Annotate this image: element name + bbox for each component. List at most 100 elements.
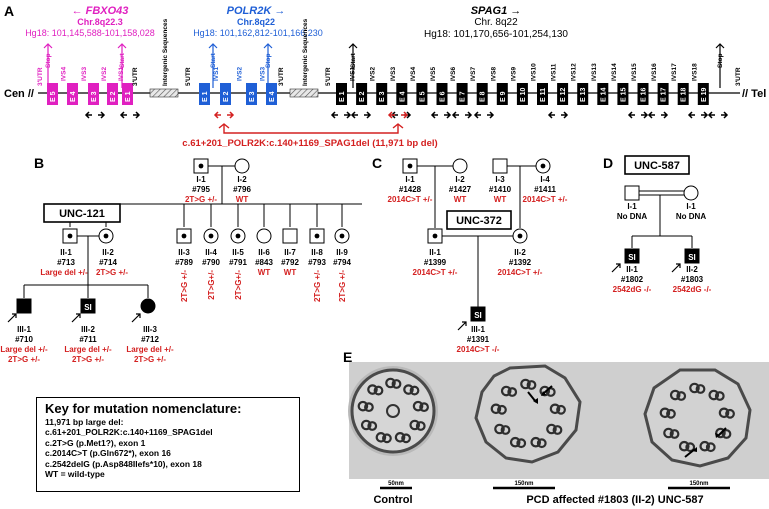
- intron-label: IVS3: [390, 67, 397, 81]
- fbxo43-start-arrow: [117, 43, 127, 88]
- spag1-utr5-label: 5'UTR: [325, 67, 332, 86]
- exon-box: [246, 83, 257, 105]
- pedB-III3-num: #712: [141, 335, 159, 344]
- pedC-I2-id: I-2: [455, 175, 465, 184]
- exon-label: E 19: [701, 87, 708, 102]
- primer-arrow: [547, 111, 555, 119]
- scalebar-pcd-2-label: 150nm: [689, 481, 708, 487]
- pedB-III3-id: III-3: [143, 325, 157, 334]
- svg-text:← FBXO43: ← FBXO43: [72, 5, 129, 17]
- exon-box: [416, 83, 428, 105]
- polr2k-name: POLR2K: [227, 5, 273, 17]
- spag1-coords: Hg18: 101,170,656-101,254,130: [424, 29, 568, 40]
- polr2k-utr3-label: 3'UTR: [278, 67, 285, 86]
- pedD-I2-id: I-1: [686, 202, 696, 211]
- spag1-arrow: →: [510, 5, 521, 17]
- key-line: c.2014C>T (p.Gln672*), exon 16: [45, 448, 171, 459]
- primer-arrow: [213, 111, 221, 119]
- exon-label: E 1: [202, 91, 209, 102]
- intron-label: IVS5: [430, 67, 437, 81]
- deletion-bracket: c.61+201_POLR2K:c.140+1169_SPAG1del (11,…: [182, 123, 438, 149]
- exon-label: E 6: [440, 91, 447, 102]
- fbxo43-coords: Hg18: 101,145,588-101,158,028: [25, 28, 155, 38]
- exon-label: E 10: [520, 87, 527, 102]
- intergenic-label-1: Intergenic Sequences: [162, 18, 169, 86]
- pedigree-unc-372: [402, 158, 551, 331]
- primer-arrow: [627, 111, 635, 119]
- exon-label: E 3: [249, 91, 256, 102]
- pedB-sib-num: #789: [175, 258, 193, 267]
- primer-arrows: [84, 111, 729, 119]
- exon-label: E 17: [661, 87, 668, 102]
- em-control-cilium: [348, 366, 438, 456]
- exon-box: [456, 83, 468, 105]
- intron-label: IVS4: [410, 67, 417, 81]
- exon-label: E 2: [223, 91, 230, 102]
- exon-box: [266, 83, 277, 105]
- exon-label: E 16: [641, 87, 648, 102]
- pedC-I4-num: #1411: [534, 185, 556, 194]
- intron-label: IVS13: [591, 63, 598, 81]
- pedD-II1-geno: 2542dG -/-: [613, 285, 652, 294]
- key-line: WT = wild-type: [45, 469, 105, 480]
- exon-box: [657, 83, 669, 105]
- pedC-I2-geno: WT: [454, 195, 467, 204]
- exon-box: [697, 83, 709, 105]
- caption-pcd: PCD affected #1803 (II-2) UNC-587: [526, 494, 703, 506]
- pedC-III1-geno: 2014C>T -/-: [457, 345, 500, 354]
- intron-label: IVS15: [631, 63, 638, 81]
- pedB-sib-id: II-8: [311, 248, 323, 257]
- exon-box: [677, 83, 689, 105]
- intron-label: IVS14: [611, 63, 618, 81]
- intron-label: IVS18: [691, 63, 698, 81]
- primer-arrow: [451, 111, 459, 119]
- primer-arrow: [661, 111, 669, 119]
- pedB-I2-id: I-2: [237, 175, 247, 184]
- exon-box: [436, 83, 448, 105]
- intron-label: IVS1: [213, 67, 220, 81]
- panel-label-d: D: [603, 155, 613, 171]
- exon-label: E 11: [540, 88, 547, 102]
- pedC-I3-num: #1410: [489, 185, 512, 194]
- intron-label: IVS6: [450, 67, 457, 81]
- pedB-sib-id: II-9: [336, 248, 348, 257]
- pedB-III2-id: III-2: [81, 325, 95, 334]
- pedB-sib-id: II-6: [258, 248, 270, 257]
- intron-label: IVS8: [490, 67, 497, 81]
- key-line: c.61+201_POLR2K:c.140+1169_SPAG1del: [45, 427, 213, 438]
- pedB-III1-geno2: 2T>G +/-: [8, 355, 40, 364]
- polr2k-coords: Hg18: 101,162,812-101,166,230: [193, 28, 323, 38]
- pedB-III1-symbol: [16, 298, 32, 314]
- spag1-name: SPAG1: [471, 5, 507, 17]
- pedB-III2-mark: SI: [84, 303, 92, 312]
- pedB-sib-geno: 2T>G+/-: [207, 270, 216, 300]
- primer-arrow: [330, 111, 338, 119]
- exon-label: E 18: [681, 87, 688, 102]
- pedD-family-label: UNC-587: [634, 160, 680, 172]
- exon-label: E 4: [269, 91, 276, 102]
- pedB-II2-num: #714: [99, 258, 117, 267]
- primer-arrow: [707, 111, 715, 119]
- pedC-II2-geno: 2014C>T +/-: [498, 268, 543, 277]
- key-title: Key for mutation nomenclature:: [45, 401, 242, 416]
- svg-text:POLR2K →: POLR2K →: [227, 5, 286, 17]
- pedC-family-box: [446, 210, 512, 230]
- exon-box: [577, 83, 589, 105]
- svg-text:SPAG1 →: SPAG1 →: [471, 5, 522, 17]
- pedB-sib-id: II-4: [205, 248, 217, 257]
- pedB-II1-geno: Large del +/-: [40, 268, 88, 277]
- panel-label-b: B: [34, 155, 44, 171]
- pedC-I3-id: I-3: [495, 175, 505, 184]
- pedB-III2-geno1: Large del +/-: [64, 345, 112, 354]
- exon-label: E 7: [460, 91, 467, 102]
- pedB-I2-num: #796: [233, 185, 251, 194]
- exon-label: E 12: [560, 87, 567, 102]
- pedC-I4-geno: 2014C>T +/-: [523, 195, 568, 204]
- pedD-II1-num: #1802: [621, 275, 644, 284]
- polr2k-locus: Chr.8q22: [237, 17, 275, 27]
- exon-box: [557, 83, 569, 105]
- pedB-III1-geno1: Large del +/-: [0, 345, 48, 354]
- pedB-II2-geno: 2T>G +/-: [96, 268, 128, 277]
